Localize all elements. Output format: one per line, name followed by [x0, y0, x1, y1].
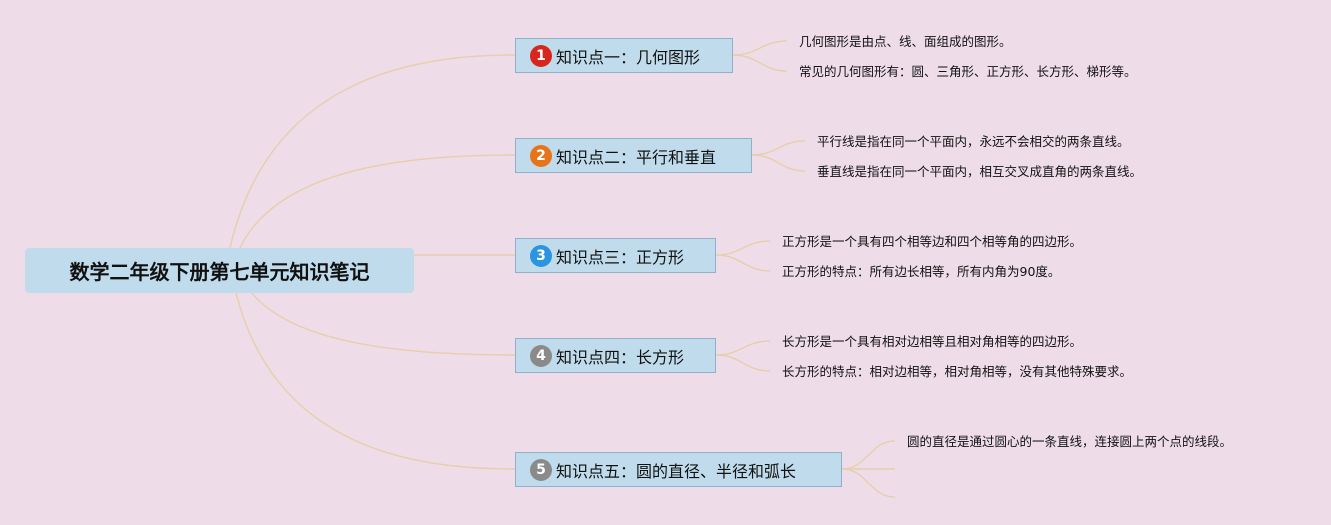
root-link-2: [239, 154, 516, 249]
note-link-2-2: [751, 154, 806, 172]
topic-4[interactable]: 4 知识点四：长方形: [515, 338, 716, 373]
note-link-5-3: [841, 468, 896, 498]
note-link-1-2: [732, 54, 788, 72]
note-link-2-1: [751, 140, 806, 156]
note-4-1: 长方形是一个具有相对边相等且相对角相等的四边形。: [782, 334, 1083, 349]
number-badge-5: 5: [530, 458, 552, 481]
root-title: 数学二年级下册第七单元知识笔记: [69, 260, 370, 284]
note-link-3-1: [715, 240, 771, 256]
number-badge-1: 1: [530, 44, 552, 67]
topic-5-label: 知识点五：圆的直径、半径和弧长: [556, 461, 797, 481]
note-3-2: 正方形的特点：所有边长相等，所有内角为90度。: [782, 264, 1061, 279]
topic-2-label: 知识点二：平行和垂直: [556, 147, 717, 167]
topic-1-label: 知识点一：几何图形: [556, 47, 701, 67]
note-3-1: 正方形是一个具有四个相等边和四个相等角的四边形。: [782, 234, 1083, 249]
root-topic[interactable]: 数学二年级下册第七单元知识笔记: [25, 248, 414, 293]
number-badge-2: 2: [530, 144, 552, 167]
topic-2[interactable]: 2 知识点二：平行和垂直: [515, 138, 752, 173]
root-link-1: [229, 54, 516, 249]
note-1-1: 几何图形是由点、线、面组成的图形。: [799, 34, 1012, 49]
note-1-2: 常见的几何图形有：圆、三角形、正方形、长方形、梯形等。: [799, 64, 1137, 79]
note-link-4-1: [715, 340, 771, 356]
topic-1[interactable]: 1 知识点一：几何图形: [515, 38, 733, 73]
root-link-5: [235, 292, 516, 470]
topic-5[interactable]: 5 知识点五：圆的直径、半径和弧长: [515, 452, 842, 487]
number-badge-4: 4: [530, 344, 552, 367]
note-link-3-2: [715, 254, 771, 272]
note-link-4-2: [715, 354, 771, 372]
note-link-1-1: [732, 40, 788, 56]
topic-4-label: 知识点四：长方形: [556, 347, 685, 367]
note-link-5-1: [841, 440, 896, 470]
number-badge-3: 3: [530, 244, 552, 267]
note-4-2: 长方形的特点：相对边相等，相对角相等，没有其他特殊要求。: [782, 364, 1133, 379]
note-2-2: 垂直线是指在同一个平面内，相互交叉成直角的两条直线。: [817, 164, 1143, 179]
note-5-1: 圆的直径是通过圆心的一条直线，连接圆上两个点的线段。: [907, 434, 1233, 449]
topic-3[interactable]: 3 知识点三：正方形: [515, 238, 716, 273]
root-link-4: [245, 284, 516, 356]
topic-3-label: 知识点三：正方形: [556, 247, 685, 267]
note-2-1: 平行线是指在同一个平面内，永远不会相交的两条直线。: [817, 134, 1130, 149]
